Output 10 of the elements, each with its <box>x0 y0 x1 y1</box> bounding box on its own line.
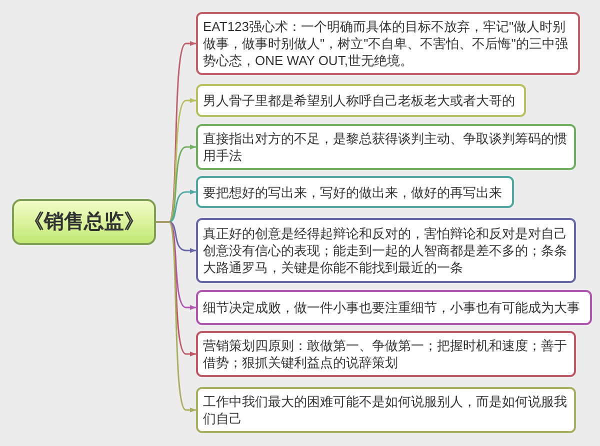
topic-box: 工作中我们最大的困难可能不是如何说服别人，而是如何说服我们自己 <box>196 387 576 433</box>
topic-box: 直接指出对方的不足，是黎总获得谈判主动、争取谈判筹码的惯用手法 <box>196 124 576 170</box>
topic-box: EAT123强心术：一个明确而具体的目标不放弃，牢记"做人时别做事，做事时别做人"，树立"不自卑、不害怕、不后悔"的三中强势心态，ONE WAY OUT,世无绝境。 <box>196 12 580 75</box>
topic-box: 细节决定成败，做一件小事也要注重细节，小事也有可能成为大事 <box>196 290 592 325</box>
central-topic-box: 《销售总监》 <box>12 199 156 245</box>
topic-box: 要把想好的写出来，写好的做出来，做好的再写出来 <box>196 176 514 208</box>
topic-box: 男人骨子里都是希望别人称呼自己老板老大或者大哥的 <box>196 84 526 117</box>
topic-box: 真正好的创意是经得起辩论和反对的，害怕辩论和反对是对自己创意没有信心的表现；能走到一起的人智商都是差不多的；条条大路通罗马，关键是你能不能找到最近的一条 <box>196 218 576 283</box>
topic-box: 营销策划四原则：敢做第一、争做第一；把握时机和速度；善于借势；狠抓关键利益点的说辞策划 <box>196 331 576 377</box>
connector-arrow <box>156 221 196 412</box>
